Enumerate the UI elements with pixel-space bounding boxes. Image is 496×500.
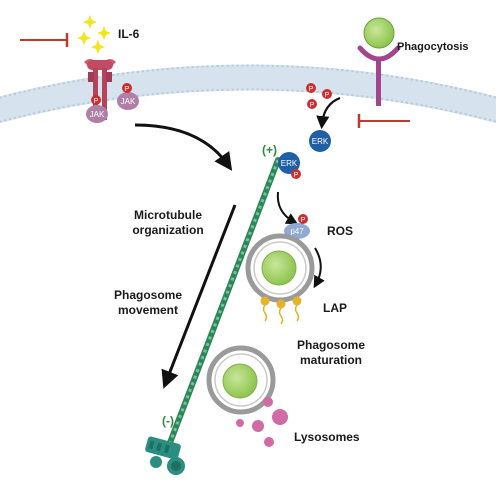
svg-text:P: P bbox=[294, 172, 299, 179]
centrosome bbox=[145, 436, 185, 475]
phospho-badge: P bbox=[122, 83, 132, 93]
erk-to-p47-arrow bbox=[276, 191, 299, 225]
jak-to-microtubule-arrow bbox=[134, 123, 233, 171]
jak-right-label: JAK bbox=[121, 97, 136, 106]
cell-membrane bbox=[0, 64, 496, 124]
lysosome bbox=[252, 420, 264, 432]
phagosome-maturation-line1: Phagosome bbox=[296, 338, 365, 352]
phagosome-maturation-label: Phagosome maturation bbox=[292, 338, 370, 368]
phospho-badge: P bbox=[307, 99, 317, 109]
microtubule-organization-line2: organization bbox=[132, 223, 204, 237]
phagocytosis-receptor bbox=[357, 17, 401, 106]
microtubule-plus-end-label: (+) bbox=[262, 143, 277, 157]
lysosome-cluster bbox=[236, 397, 288, 447]
il6-receptor bbox=[84, 59, 116, 120]
p47-label: p47 bbox=[290, 227, 304, 236]
il6-inhibition-symbol bbox=[20, 33, 69, 47]
svg-text:P: P bbox=[325, 92, 330, 99]
phagosome-maturation-line2: maturation bbox=[299, 353, 362, 367]
il6-star-icon bbox=[77, 31, 91, 45]
erk-lower: ERK bbox=[278, 152, 300, 174]
il6-ligand-cluster bbox=[77, 15, 111, 54]
lysosome bbox=[236, 419, 244, 427]
phospho-badge: P bbox=[306, 83, 316, 93]
jak-left-label: JAK bbox=[90, 110, 105, 119]
phospho-badge: P bbox=[91, 95, 101, 105]
svg-text:P: P bbox=[310, 102, 315, 109]
erk-lower-label: ERK bbox=[281, 159, 298, 168]
lap-beads bbox=[260, 296, 302, 325]
svg-text:P: P bbox=[309, 86, 314, 93]
phospho-badge: P bbox=[298, 214, 308, 224]
phospho-badge: P bbox=[291, 169, 301, 179]
phagocytosis-inhibition-symbol bbox=[357, 114, 410, 128]
microtubule-organization-line1: Microtubule bbox=[134, 208, 202, 222]
phagocytosed-particle bbox=[363, 17, 395, 49]
svg-text:P: P bbox=[94, 98, 99, 105]
svg-text:P: P bbox=[125, 86, 130, 93]
microtubule-minus-end-label: (-) bbox=[162, 414, 174, 428]
phagosome-movement-arrow bbox=[161, 204, 237, 389]
maturing-phagosome bbox=[206, 345, 276, 415]
lysosomes-label: Lysosomes bbox=[294, 430, 360, 444]
phagosome-movement-line2: movement bbox=[117, 303, 179, 317]
phospho-badge: P bbox=[322, 89, 332, 99]
lysosome bbox=[272, 409, 288, 425]
jak-kinase-left: JAK bbox=[86, 105, 108, 123]
p47: p47 bbox=[284, 223, 310, 239]
il6-star-icon bbox=[83, 15, 97, 29]
lap-label: LAP bbox=[323, 301, 347, 315]
lysosome bbox=[264, 437, 274, 447]
il6-label: IL-6 bbox=[118, 27, 140, 41]
svg-text:P: P bbox=[301, 217, 306, 224]
il6-star-icon bbox=[91, 40, 105, 54]
microtubule-organization-label: Microtubule organization bbox=[128, 208, 208, 238]
lap-phagosome bbox=[245, 233, 315, 303]
erk-upper-label: ERK bbox=[312, 137, 329, 146]
lysosome bbox=[263, 397, 273, 407]
microtubule bbox=[165, 157, 281, 451]
jak-kinase-right: JAK bbox=[117, 92, 139, 110]
ros-label: ROS bbox=[327, 224, 354, 238]
phagosome-movement-line1: Phagosome bbox=[113, 288, 182, 302]
ros-curved-arrow bbox=[313, 247, 325, 289]
phagocytosis-label: Phagocytosis bbox=[397, 41, 469, 53]
erk-upper: ERK bbox=[309, 130, 331, 152]
phospho-to-erk-arrow bbox=[316, 96, 341, 130]
il6-star-icon bbox=[97, 26, 111, 40]
phagosome-movement-label: Phagosome movement bbox=[112, 288, 184, 318]
